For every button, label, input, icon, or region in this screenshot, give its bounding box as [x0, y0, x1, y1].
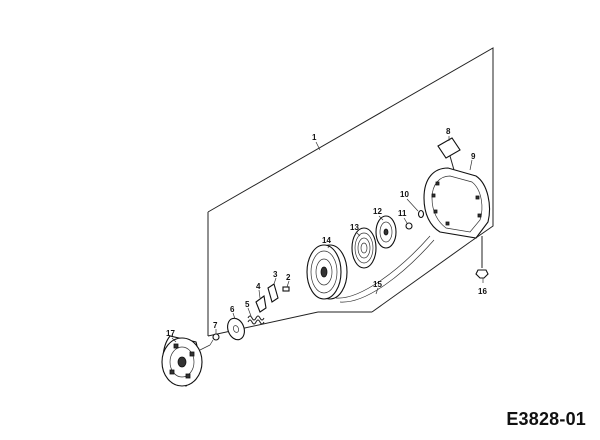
callout-16: 16 — [478, 287, 487, 296]
callout-4: 4 — [256, 282, 261, 291]
part-2-pin — [282, 286, 290, 292]
callout-1: 1 — [312, 133, 317, 142]
callout-2: 2 — [286, 273, 291, 282]
part-11-nut — [405, 222, 413, 230]
callout-7: 7 — [213, 321, 218, 330]
part-6-washer — [227, 317, 245, 341]
callout-14: 14 — [322, 236, 331, 245]
callout-11: 11 — [398, 209, 407, 218]
callout-3: 3 — [273, 270, 278, 279]
callout-8: 8 — [446, 127, 451, 136]
part-4-pawl — [255, 295, 267, 313]
part-14-rope-pulley — [306, 244, 348, 300]
part-16-mounting-screw — [475, 236, 489, 279]
callout-10: 10 — [400, 190, 409, 199]
callout-15: 15 — [373, 280, 382, 289]
callout-labels: 1 2 3 4 5 6 7 8 9 10 11 12 13 14 15 16 1… — [166, 127, 487, 338]
part-5-spring — [247, 315, 265, 325]
callout-13: 13 — [350, 223, 359, 232]
part-3-pawl — [267, 283, 279, 303]
part-8-starter-handle — [437, 137, 461, 171]
part-17-pulley-cup — [161, 335, 211, 387]
part-15-starter-rope — [335, 235, 435, 303]
part-12-spring-cover — [375, 215, 397, 249]
part-10-bolt — [417, 209, 425, 219]
callout-9: 9 — [471, 152, 476, 161]
drawing-code: E3828-01 — [506, 409, 586, 429]
callout-6: 6 — [230, 305, 235, 314]
callout-12: 12 — [373, 207, 382, 216]
callout-5: 5 — [245, 300, 250, 309]
part-9-starter-housing — [423, 167, 491, 239]
callout-17: 17 — [166, 329, 175, 338]
leader-lines — [171, 136, 484, 343]
part-13-recoil-spring — [351, 227, 377, 269]
